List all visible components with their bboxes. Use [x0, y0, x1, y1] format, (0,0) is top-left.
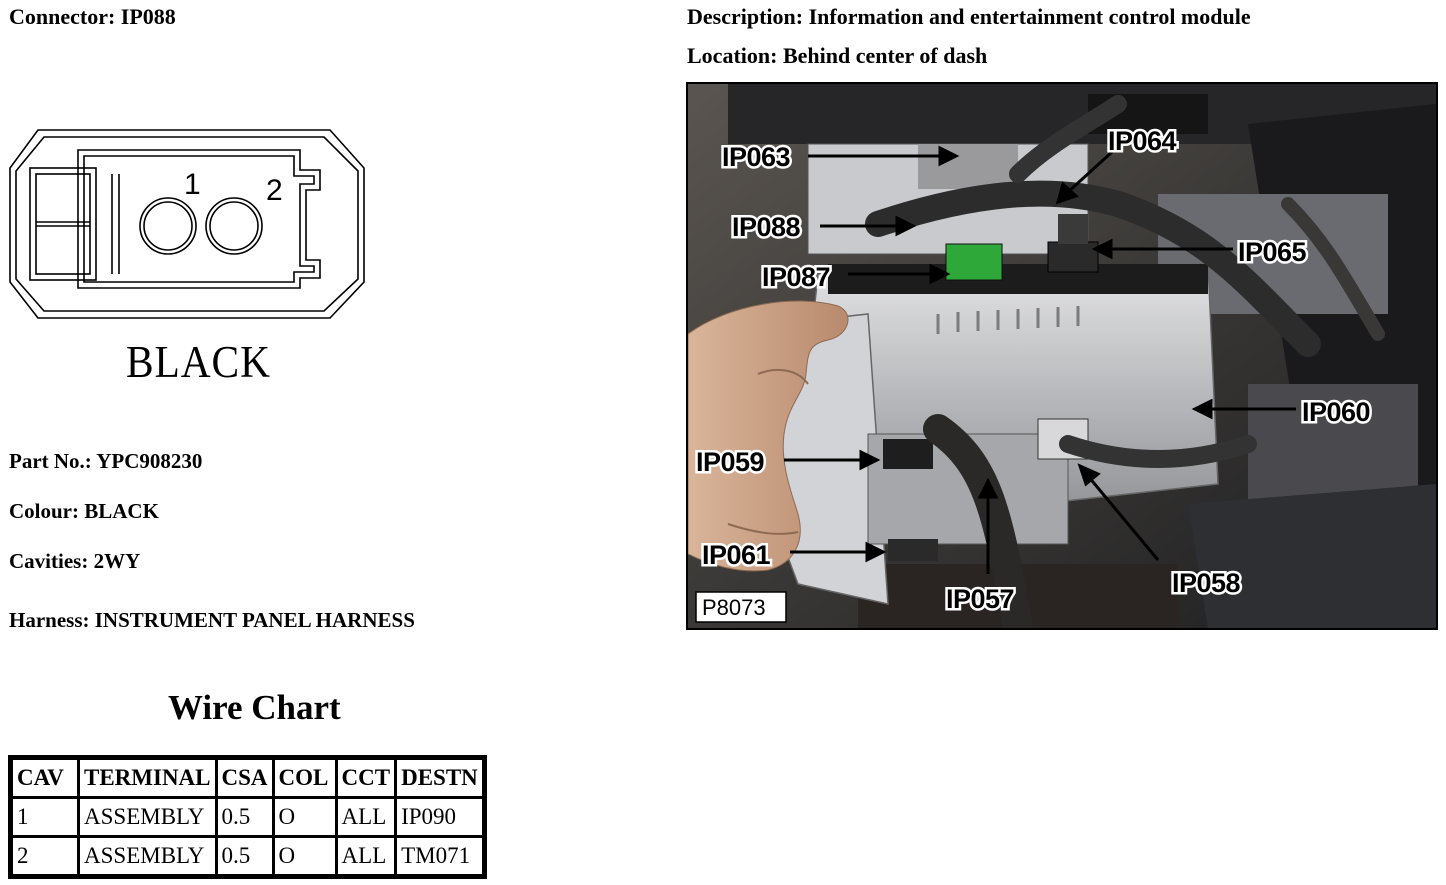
cell-cav: 1 — [13, 799, 77, 835]
wire-chart-title: Wire Chart — [168, 688, 341, 727]
location-text: Location: Behind center of dash — [687, 43, 988, 68]
connector-face-diagram: 1 2 — [9, 129, 365, 319]
cell-cct: ALL — [337, 838, 395, 874]
callout-ip063: IP063 — [722, 142, 791, 172]
description-text: Description: Information and entertainme… — [687, 4, 1251, 29]
cavity-1-label: 1 — [184, 168, 201, 201]
cell-destn: TM071 — [397, 838, 482, 874]
callout-ip065: IP065 — [1238, 237, 1307, 267]
cell-csa: 0.5 — [217, 838, 272, 874]
cell-terminal: ASSEMBLY — [80, 799, 215, 835]
cell-destn: IP090 — [397, 799, 482, 835]
cavity-2-label: 2 — [266, 174, 283, 207]
harness-text: Harness: INSTRUMENT PANEL HARNESS — [9, 608, 415, 632]
cell-col: O — [274, 838, 335, 874]
callout-ip088: IP088 — [732, 212, 801, 242]
header-destn: DESTN — [397, 760, 482, 796]
cell-terminal: ASSEMBLY — [80, 838, 215, 874]
callout-ip064: IP064 — [1108, 126, 1177, 156]
header-cav: CAV — [13, 760, 77, 796]
part-number: Part No.: YPC908230 — [9, 449, 203, 473]
cavity-2-circle — [205, 197, 263, 255]
callout-ip060: IP060 — [1302, 397, 1370, 427]
cavity-1-circle — [139, 197, 197, 255]
callout-ip059: IP059 — [696, 447, 765, 477]
connector-color-label: BLACK — [126, 337, 271, 387]
header-terminal: TERMINAL — [80, 760, 215, 796]
photo-id-label: P8073 — [702, 595, 766, 620]
callout-ip057: IP057 — [946, 584, 1014, 614]
header-cct: CCT — [337, 760, 395, 796]
cell-cct: ALL — [337, 799, 395, 835]
table-header-row: CAV TERMINAL CSA COL CCT DESTN — [13, 760, 482, 796]
connector-title: Connector: IP088 — [9, 4, 176, 29]
header-csa: CSA — [217, 760, 272, 796]
table-row: 1 ASSEMBLY 0.5 O ALL IP090 — [13, 799, 482, 835]
table-row: 2 ASSEMBLY 0.5 O ALL TM071 — [13, 838, 482, 874]
cell-cav: 2 — [13, 838, 77, 874]
wire-chart-table: CAV TERMINAL CSA COL CCT DESTN 1 ASSEMBL… — [8, 755, 487, 879]
callout-ip087: IP087 — [762, 262, 830, 292]
cell-csa: 0.5 — [217, 799, 272, 835]
callout-ip061: IP061 — [702, 540, 771, 570]
cell-col: O — [274, 799, 335, 835]
callout-ip058: IP058 — [1172, 568, 1241, 598]
header-col: COL — [274, 760, 335, 796]
location-photo: IP063 IP064 IP088 IP065 IP087 IP060 IP05… — [686, 82, 1438, 630]
cavities-text: Cavities: 2WY — [9, 549, 141, 573]
colour-text: Colour: BLACK — [9, 499, 159, 523]
